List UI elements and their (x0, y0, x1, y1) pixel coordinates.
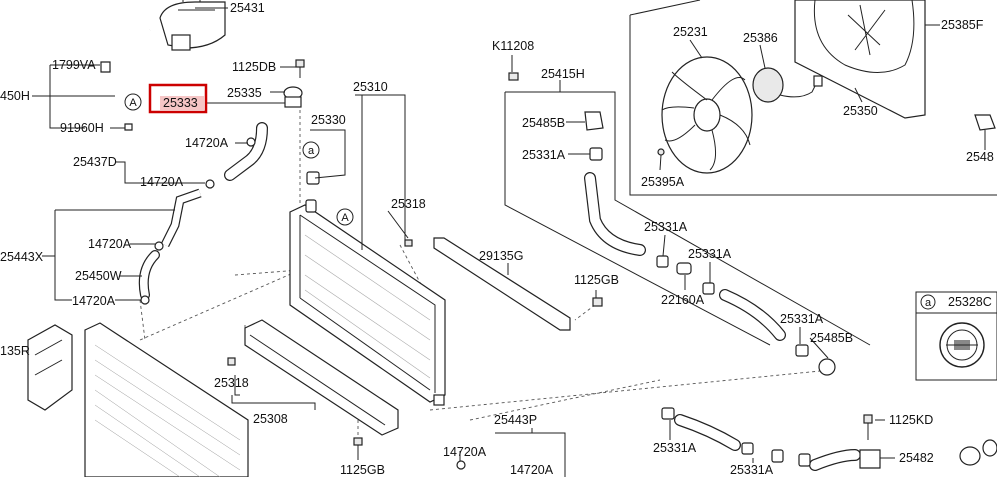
label-25482: 25482 (899, 451, 934, 465)
lower-hose-25415H (584, 172, 646, 256)
air-guard-135R (27, 324, 73, 411)
hose-section-right (719, 289, 786, 341)
callout-a-radiator: a (302, 141, 320, 159)
label-25443X: 25443X (0, 250, 44, 264)
label-14720A-2: 14720A (140, 175, 184, 189)
clip-91960H (124, 123, 133, 131)
bolt-1125DB (295, 59, 305, 78)
label-1125DB: 1125DB (232, 60, 276, 74)
reservoir-hose (116, 28, 155, 124)
label-K11208: K11208 (492, 39, 534, 53)
label-2548: 2548 (966, 150, 994, 164)
label-25308: 25308 (253, 412, 288, 426)
label-1799VA: 1799VA (52, 58, 96, 72)
svg-text:a: a (925, 297, 932, 309)
condenser-core (84, 322, 249, 477)
label-25231: 25231 (673, 25, 708, 39)
upper-hose-25437D (224, 122, 268, 181)
label-25318-2: 25318 (214, 376, 249, 390)
callout-A-left: A (124, 93, 142, 111)
label-25310: 25310 (353, 80, 388, 94)
clamp-25331A-right (795, 344, 809, 357)
label-1125GB-1: 1125GB (340, 463, 385, 477)
svg-text:a: a (308, 145, 315, 157)
fan-motor-25386 (752, 67, 823, 103)
label-135R: 135R (0, 344, 30, 358)
clamp-25331A-upper (589, 147, 603, 161)
fan-blade-25231 (661, 56, 753, 174)
fan-assembly-panel (629, 0, 997, 196)
svg-text:A: A (129, 97, 137, 109)
callout-a-legend: a (920, 294, 936, 310)
label-14720A-1: 14720A (185, 136, 229, 150)
coolant-reservoir (159, 0, 226, 51)
clip-1799VA (100, 61, 111, 73)
clamp-14720A-upper (205, 137, 256, 189)
label-25318-1: 25318 (391, 197, 426, 211)
bolt-K11208 (508, 72, 519, 81)
hose-25443X (160, 188, 202, 248)
hose-bottom-25443P (674, 414, 861, 471)
leader-lines (32, 7, 986, 477)
bracket-25482 (859, 449, 881, 469)
label-450H: 450H (0, 89, 30, 103)
label-25331A-4: 25331A (780, 312, 824, 326)
label-25485B-2: 25485B (810, 331, 853, 345)
bolt-1125GB (592, 297, 603, 307)
label-25386: 25386 (743, 31, 778, 45)
label-25443P: 25443P (494, 413, 537, 427)
label-25331A-6: 25331A (730, 463, 774, 477)
label-25328C: 25328C (948, 295, 992, 309)
fitting-25485B-lower (818, 358, 836, 376)
radiator-cap-symbol-25328C (939, 322, 985, 368)
cap-25335 (283, 86, 303, 108)
label-25450W: 25450W (75, 269, 122, 283)
fan-shroud-25350 (794, 0, 926, 119)
label-25333: 25333 (163, 96, 198, 110)
condenser-25308 (244, 319, 399, 436)
label-25485B-1: 25485B (522, 116, 565, 130)
label-25385F: 25385F (941, 18, 984, 32)
label-25350: 25350 (843, 104, 878, 118)
fitting-25485B-upper (584, 111, 604, 131)
clamp-25331A-mid (656, 255, 715, 295)
radiator-25310 (289, 199, 446, 406)
radiator-fins (304, 234, 431, 379)
label-25395A: 25395A (641, 175, 685, 189)
air-guard-29135G (433, 237, 571, 331)
bolt-25318 (227, 239, 413, 446)
label-29135G: 29135G (479, 249, 523, 263)
label-25437D: 25437D (73, 155, 117, 169)
hose-25450W (138, 241, 164, 305)
bolt-1125KD (863, 414, 873, 440)
highlight-box-25333 (148, 83, 208, 114)
label-25331A-5: 25331A (653, 441, 697, 455)
label-25335: 25335 (227, 86, 262, 100)
label-14720A-3: 14720A (88, 237, 132, 251)
screw-25395A (657, 148, 665, 156)
label-14720A-5: 14720A (443, 445, 487, 459)
label-25331A-2: 25331A (644, 220, 688, 234)
connector-22160A (676, 262, 692, 275)
label-25331A-1: 25331A (522, 148, 566, 162)
label-14720A-6: 14720A (510, 463, 554, 477)
label-1125KD: 1125KD (889, 413, 933, 427)
label-25331A-3: 25331A (688, 247, 732, 261)
highlight-fill-25333 (160, 96, 204, 110)
label-25431: 25431 (230, 1, 265, 15)
label-22160A: 22160A (661, 293, 705, 307)
label-1125GB-2: 1125GB (574, 273, 619, 287)
label-25330: 25330 (311, 113, 346, 127)
fitting-far-right (959, 439, 997, 466)
label-25415H: 25415H (541, 67, 585, 81)
label-91960H: 91960H (60, 121, 104, 135)
clamps-bottom (456, 407, 811, 470)
callout-A-radiator: A (336, 208, 354, 226)
svg-text:A: A (341, 212, 349, 224)
grommet-2548 (974, 114, 996, 131)
label-14720A-4: 14720A (72, 294, 116, 308)
